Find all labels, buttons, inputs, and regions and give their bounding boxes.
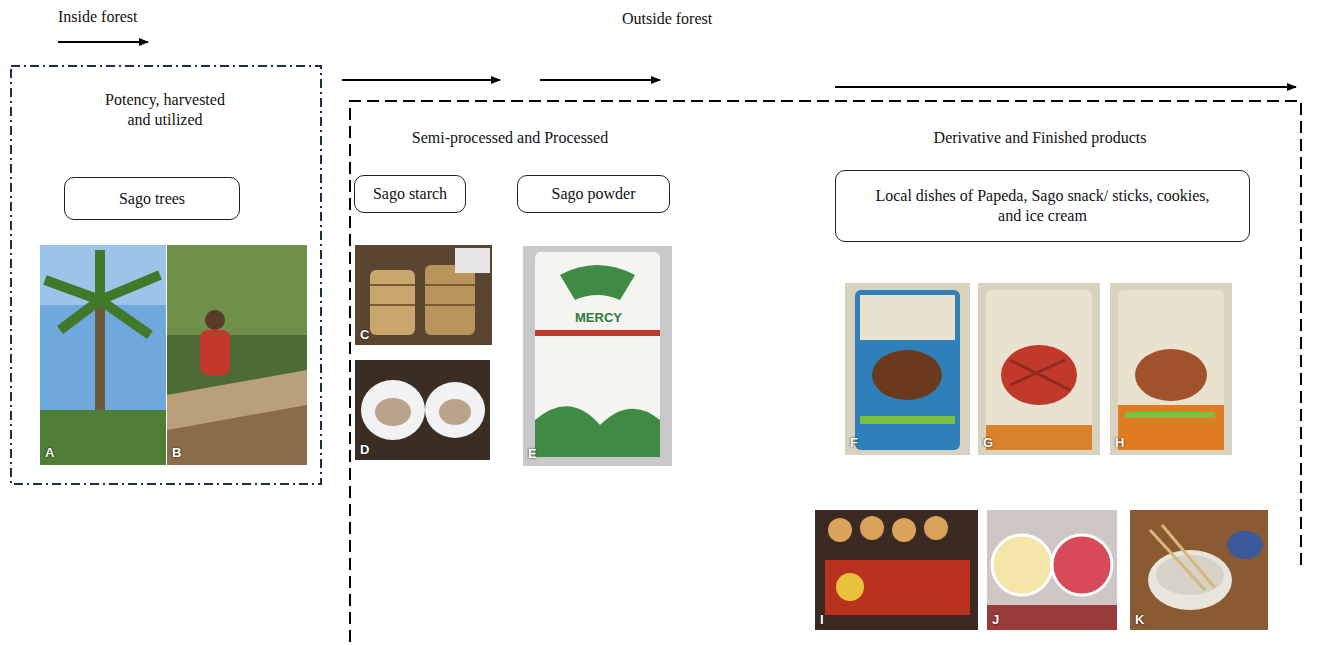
photo-snack-pack xyxy=(845,283,970,455)
photo-letter: D xyxy=(360,442,369,457)
flow-arrow xyxy=(835,86,1296,88)
photo-papeda xyxy=(1130,510,1268,630)
box-text: Sago starch xyxy=(373,184,447,204)
photo-starch-bundles xyxy=(355,245,492,345)
zone-label: Outside forest xyxy=(622,10,712,28)
photo-cookies xyxy=(815,510,978,630)
box-text: Sago powder xyxy=(552,184,636,204)
photo-snack-pack xyxy=(1110,283,1232,455)
stage-heading: Potency, harvested and utilized xyxy=(98,90,233,130)
photo-letter: K xyxy=(1135,612,1144,627)
region-border xyxy=(11,66,321,484)
stage-box: Sago trees xyxy=(64,177,240,220)
photo-letter: C xyxy=(360,327,369,342)
photo-snack-pack xyxy=(978,283,1100,455)
flow-arrow xyxy=(540,79,660,81)
photo-powder-bag xyxy=(523,246,672,466)
brand-text: MERCY xyxy=(575,310,622,325)
box-text: Local dishes of Papeda, Sago snack/ stic… xyxy=(873,186,1213,226)
photo-letter: B xyxy=(172,445,181,460)
stage-box: Sago starch xyxy=(354,175,466,213)
photo-harvesting xyxy=(167,245,307,465)
photo-sago-tree xyxy=(40,245,166,465)
stage-region: Potency, harvested and utilizedSago tree… xyxy=(10,65,322,485)
stage-box: Local dishes of Papeda, Sago snack/ stic… xyxy=(835,170,1250,242)
photo-letter: E xyxy=(528,446,537,461)
stage-region: Semi-processed and Processed Derivative a… xyxy=(349,100,1302,645)
zone-label: Inside forest xyxy=(58,8,138,26)
stage-box: Sago powder xyxy=(517,175,670,213)
photo-letter: H xyxy=(1115,435,1124,450)
photo-letter: I xyxy=(820,612,824,627)
photo-letter: F xyxy=(850,435,858,450)
stage-heading: Semi-processed and Processed xyxy=(370,128,650,148)
photo-starch-bags xyxy=(355,360,490,460)
stage-heading: Derivative and Finished products xyxy=(880,128,1200,148)
box-text: Sago trees xyxy=(119,189,185,209)
region-border xyxy=(350,101,1301,645)
flow-arrow xyxy=(342,79,500,81)
flow-arrow xyxy=(58,41,148,43)
photo-ice-cream xyxy=(987,510,1117,630)
photo-letter: A xyxy=(45,445,54,460)
photo-letter: J xyxy=(992,612,999,627)
photo-letter: G xyxy=(983,435,993,450)
